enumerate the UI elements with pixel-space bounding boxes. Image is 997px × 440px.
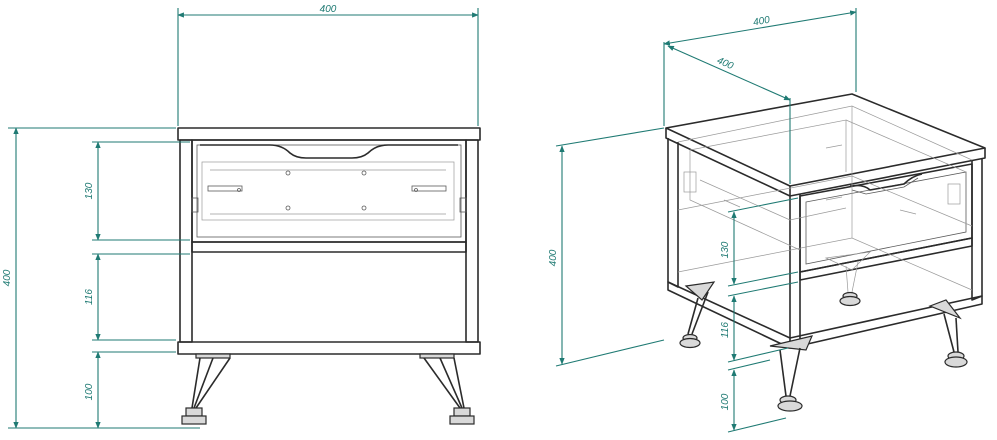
front-left-panel [179, 139, 193, 343]
front-height-label: 400 [2, 269, 13, 286]
front-drawer-box-hidden [201, 161, 455, 221]
iso-height-dimension: 400 [548, 127, 665, 367]
front-width-dimension: 400 [177, 4, 479, 126]
iso-leg-back-right [824, 251, 871, 307]
front-left-leg [181, 353, 231, 425]
iso-shelf-dimension: 116 [720, 281, 799, 363]
front-top-board [177, 127, 481, 141]
front-width-label: 400 [320, 4, 337, 15]
iso-shelf-label: 116 [720, 322, 731, 338]
screw-hole [361, 205, 367, 211]
front-drawer-handle-cutout [200, 144, 458, 159]
iso-left-panel [667, 138, 679, 288]
front-shelf-label: 116 [84, 289, 95, 305]
iso-leg-front-left [769, 335, 814, 412]
front-right-runner-bracket [459, 197, 467, 213]
front-drawer-dimension: 130 [84, 141, 190, 241]
front-leg-dimension: 100 [84, 351, 176, 429]
screw-hole [285, 170, 291, 176]
iso-depth-dimension: 400 [667, 45, 791, 184]
iso-leg-front-right [928, 299, 968, 368]
iso-view: 400 400 400 130 116 [548, 8, 986, 433]
iso-width-dimension: 400 [663, 8, 857, 126]
front-right-leg [419, 353, 475, 425]
front-shelf-dimension: 116 [84, 253, 190, 341]
iso-leg-back-left [679, 281, 716, 349]
iso-depth-label: 400 [715, 55, 735, 72]
front-leg-label: 100 [84, 383, 95, 400]
iso-middle-shelf [799, 237, 973, 281]
front-bottom-board [177, 341, 481, 355]
iso-leg-dimension: 100 [720, 359, 787, 433]
iso-bottom-board [667, 281, 983, 349]
iso-leg-label: 100 [720, 393, 731, 410]
iso-height-label: 400 [548, 249, 559, 266]
iso-right-panel [971, 158, 983, 301]
front-left-runner [207, 185, 243, 192]
screw-hole [285, 205, 291, 211]
front-height-dimension: 400 [2, 127, 200, 429]
front-drawer-label: 130 [84, 182, 95, 199]
iso-drawer-dimension: 130 [720, 197, 799, 287]
front-view: 400 400 130 116 100 [2, 4, 481, 429]
screw-hole [361, 170, 367, 176]
iso-drawer-handle [849, 173, 923, 191]
front-drawer-inner [196, 144, 462, 238]
iso-top-surface [665, 93, 986, 187]
front-left-runner-bracket [191, 197, 199, 213]
front-right-runner [411, 185, 447, 192]
iso-width-label: 400 [752, 15, 771, 29]
front-middle-shelf [191, 241, 467, 253]
iso-drawer-label: 130 [720, 241, 731, 258]
front-right-panel [465, 139, 479, 343]
